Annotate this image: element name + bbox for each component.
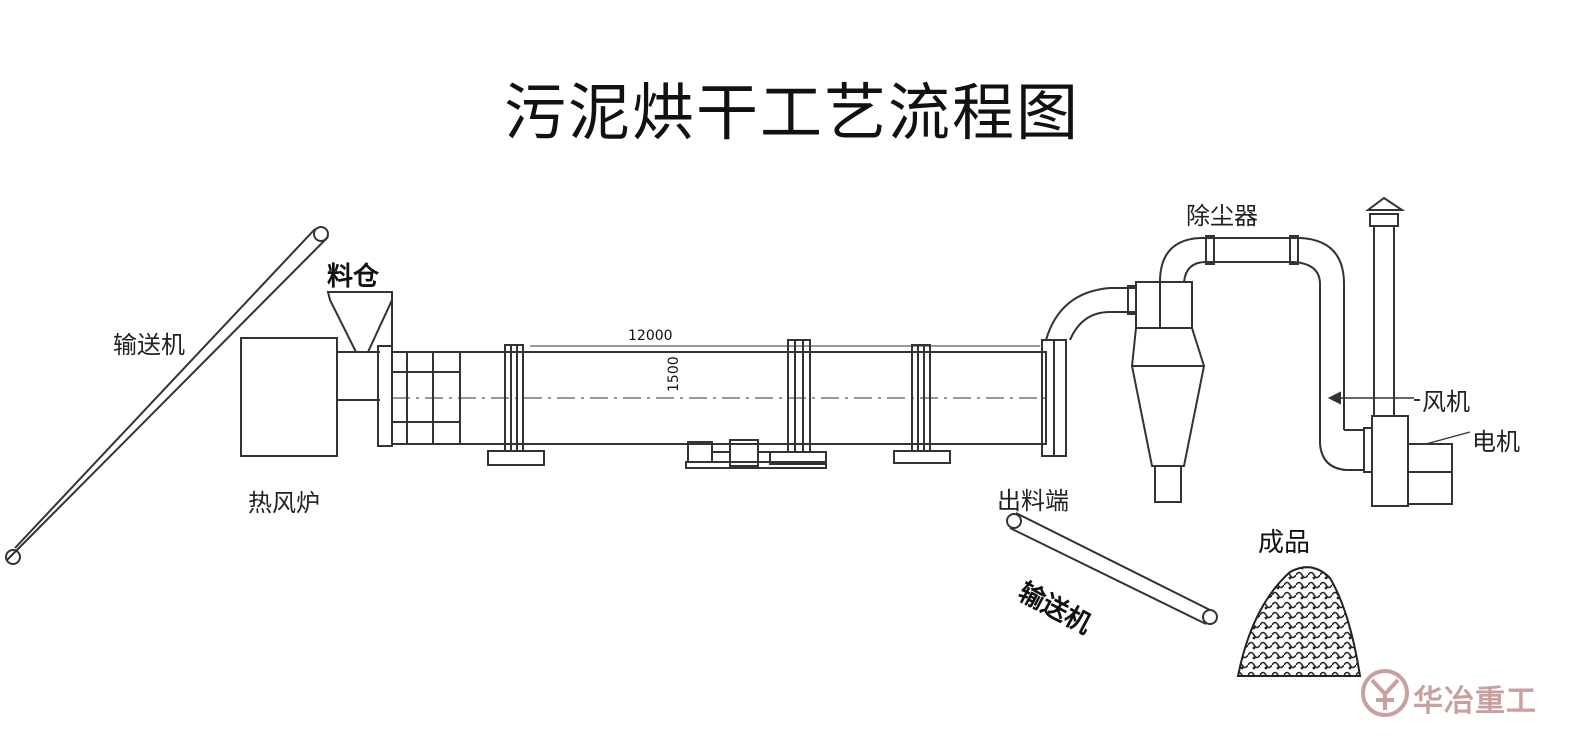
- label-hopper: 料仓: [327, 262, 380, 292]
- discharge-hood: [1041, 339, 1067, 457]
- cyclone-dust-collector: [1130, 235, 1345, 503]
- label-dust-collector: 除尘器: [1186, 202, 1258, 230]
- drum-support-3: [893, 344, 951, 464]
- label-motor: 电机: [1472, 428, 1520, 456]
- label-fan: 风机: [1422, 388, 1470, 416]
- label-conveyor-left: 输送机: [113, 331, 185, 359]
- company-logo-text: 华冶重工: [1413, 684, 1537, 719]
- label-furnace: 热风炉: [248, 489, 320, 517]
- company-logo-icon: [1361, 669, 1409, 717]
- rotary-drum: [377, 345, 1047, 447]
- exhaust-stack: [1365, 196, 1406, 417]
- hot-air-furnace: [240, 337, 380, 457]
- drum-support-1: [487, 344, 545, 466]
- fan-duct: [1319, 284, 1414, 473]
- feed-hopper: [326, 291, 393, 353]
- left-conveyor: [5, 226, 329, 565]
- product-pile: [1236, 566, 1362, 677]
- duct-to-cyclone: [1045, 285, 1137, 341]
- label-discharge-end: 出料端: [997, 487, 1069, 515]
- label-diameter-dimension: 1500: [666, 356, 682, 392]
- diagram-title: 污泥烘干工艺流程图: [503, 76, 1080, 149]
- right-conveyor: [1006, 512, 1218, 625]
- fan-unit: [1371, 399, 1471, 507]
- drive-assembly: [685, 439, 827, 469]
- label-product: 成品: [1258, 528, 1311, 558]
- drum-support-2: [769, 339, 827, 465]
- label-length-dimension: 12000: [628, 328, 673, 344]
